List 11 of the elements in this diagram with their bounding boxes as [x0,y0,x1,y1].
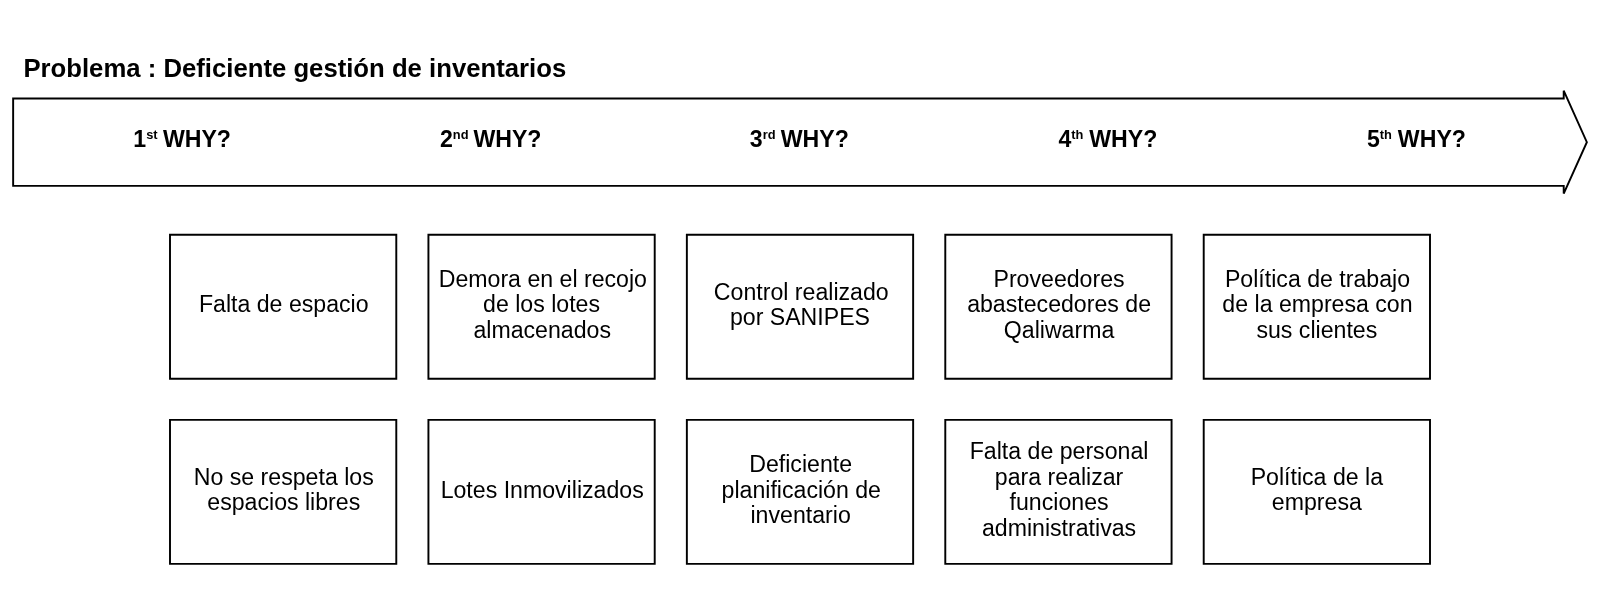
node-box: Falta de espacio [169,233,398,380]
diagram-title: Problema : Deficiente gestión de inventarios [23,53,567,82]
node-box: Demora en el recojo de los lotes almacenados [427,233,656,380]
node-box: Deficiente planificación de inventario [685,418,915,565]
node-box: Proveedores abastecedores de Qaliwarma [944,233,1173,380]
node-box: Falta de personal para realizar funciones administrativas [944,418,1173,565]
node-box: Control realizado por SANIPES [685,233,915,380]
node-box: No se respeta los espacios libres [169,418,398,565]
node-box: Política de la empresa [1202,418,1431,565]
node-box: Política de trabajo de la empresa con sus clientes [1202,233,1431,380]
node-box: Lotes Inmovilizados [427,418,656,565]
